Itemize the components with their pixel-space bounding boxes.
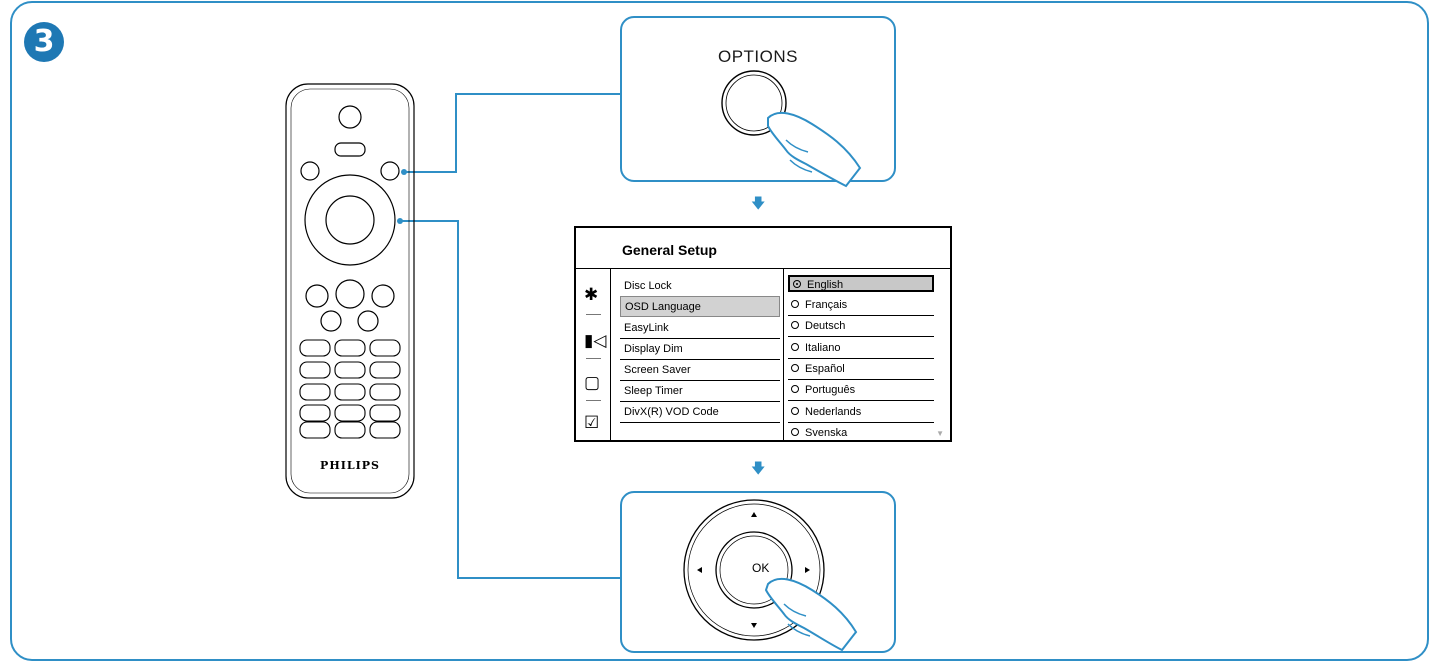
- gear-icon[interactable]: ✱: [584, 285, 599, 304]
- diagram-frame: [10, 1, 1429, 661]
- pressing-hand-icon: [767, 111, 862, 188]
- language-portugues[interactable]: Português: [788, 380, 934, 401]
- speaker-icon[interactable]: ▮◁: [584, 331, 607, 350]
- general-setup-menu: General Setup ✱ ▮◁ ▢ ☑ Disc Lock OSD Lan…: [574, 226, 952, 442]
- language-francais[interactable]: Français: [788, 295, 934, 316]
- scroll-down-icon[interactable]: ▼: [936, 429, 944, 438]
- setting-divx-vod-code[interactable]: DivX(R) VOD Code: [620, 402, 780, 423]
- screen-icon[interactable]: ▢: [584, 373, 601, 392]
- setting-screen-saver[interactable]: Screen Saver: [620, 360, 780, 381]
- down-arrow-icon: [751, 623, 757, 628]
- language-english[interactable]: English: [788, 275, 934, 292]
- menu-title: General Setup: [622, 242, 717, 258]
- language-nederlands[interactable]: Nederlands: [788, 402, 934, 423]
- nav-arrows: [697, 512, 810, 628]
- options-button-label: OPTIONS: [717, 47, 798, 66]
- ok-button-label[interactable]: OK: [752, 561, 770, 575]
- up-arrow-icon: [751, 512, 757, 517]
- right-arrow-icon: [805, 567, 810, 573]
- step-badge: 3: [24, 22, 64, 62]
- setting-osd-language[interactable]: OSD Language: [620, 296, 780, 317]
- setting-sleep-timer[interactable]: Sleep Timer: [620, 381, 780, 402]
- language-italiano[interactable]: Italiano: [788, 338, 934, 359]
- language-svenska[interactable]: Svenska: [788, 423, 934, 444]
- language-espanol[interactable]: Español: [788, 359, 934, 380]
- pressing-hand-icon: [764, 577, 858, 652]
- left-arrow-icon: [697, 567, 702, 573]
- remote-keypad: [299, 339, 401, 439]
- checkbox-icon[interactable]: ☑: [584, 413, 600, 432]
- setting-display-dim[interactable]: Display Dim: [620, 339, 780, 360]
- remote-brand-logo: PHILIPS: [320, 459, 380, 472]
- down-arrow-icon: 🡇: [751, 195, 766, 211]
- setting-easylink[interactable]: EasyLink: [620, 318, 780, 339]
- language-deutsch[interactable]: Deutsch: [788, 316, 934, 337]
- down-arrow-icon: 🡇: [751, 460, 766, 476]
